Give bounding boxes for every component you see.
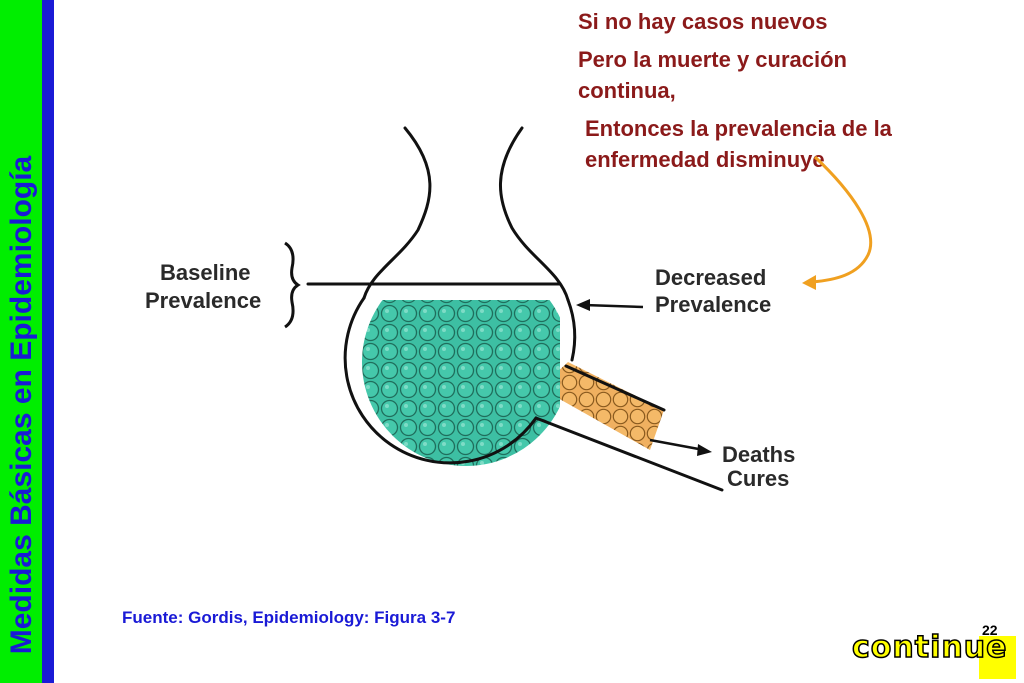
decreased-prevalence-arrow bbox=[576, 299, 644, 311]
figure-source: Fuente: Gordis, Epidemiology: Figura 3-7 bbox=[122, 608, 456, 627]
annotation-arrow bbox=[802, 155, 873, 290]
continue-button[interactable]: continue bbox=[851, 629, 1008, 666]
decreased-label-line2: Prevalence bbox=[655, 292, 771, 317]
side-green-bar bbox=[0, 0, 42, 683]
next-slide-box[interactable] bbox=[979, 636, 1016, 679]
bullet-prevalence-decreases: Entonces la prevalencia de la enfermedad… bbox=[585, 116, 892, 172]
decreased-label-line1: Decreased bbox=[655, 265, 766, 290]
baseline-label-line1: Baseline bbox=[160, 260, 251, 285]
outflow-label-cures: Cures bbox=[727, 466, 789, 491]
bullet-death-and-cure: Pero la muerte y curación continua, bbox=[578, 47, 847, 103]
outflow-arrow bbox=[649, 438, 712, 456]
outflow-tube-contents bbox=[540, 362, 664, 450]
flask-outline bbox=[306, 126, 724, 492]
baseline-bracket bbox=[284, 241, 301, 329]
outflow-label-deaths: Deaths bbox=[722, 442, 795, 467]
slide-number: 22 bbox=[982, 622, 998, 638]
bullet-no-new-cases: Si no hay casos nuevos bbox=[578, 9, 828, 34]
side-blue-bar bbox=[42, 0, 54, 683]
baseline-label-line2: Prevalence bbox=[145, 288, 261, 313]
